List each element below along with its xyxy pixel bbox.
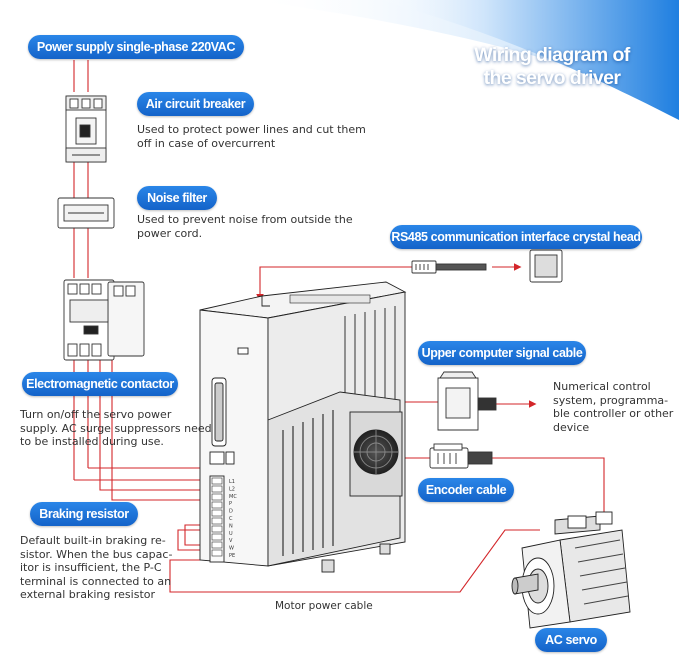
desc-line: Used to protect power lines and cut them [137, 123, 366, 136]
rs485-label: RS485 communication interface crystal he… [390, 225, 642, 249]
upper-computer-connector [437, 371, 497, 431]
desc-line: Used to prevent noise from outside the [137, 213, 353, 226]
desc-line: Turn on/off the servo power [20, 408, 172, 421]
terminal-label: P [229, 501, 232, 507]
braking-resistor-description: Default built-in braking re- sistor. Whe… [20, 534, 172, 602]
rs485-connector [411, 249, 563, 283]
encoder-cable-label: Encoder cable [418, 478, 514, 502]
header-banner [250, 0, 679, 120]
upper-computer-description: Numerical control system, programma- ble… [553, 380, 673, 434]
encoder-connector [429, 443, 493, 469]
terminal-label: V [229, 538, 233, 544]
desc-line: sistor. When the bus capac- [20, 547, 173, 561]
title-line-2: the servo driver [483, 67, 621, 89]
desc-line: Numerical control [553, 380, 651, 393]
terminal-label: L1 [229, 479, 235, 485]
desc-line: Default built-in braking re- [20, 534, 166, 547]
electromagnetic-contactor-description: Turn on/off the servo power supply. AC s… [20, 408, 212, 449]
desc-line: supply. AC surge suppressors need [20, 421, 212, 435]
ac-servo-label: AC servo [535, 628, 607, 652]
desc-line: to be installed during use. [20, 435, 164, 448]
desc-line: off in case of overcurrent [137, 136, 276, 150]
electromagnetic-contactor-label: Electromagnetic contactor [22, 372, 178, 396]
noise-filter-label: Noise filter [137, 186, 217, 210]
terminal-label: C [229, 516, 233, 522]
terminal-label: L2 [229, 486, 235, 492]
power-supply-label: Power supply single-phase 220VAC [28, 35, 244, 59]
desc-line: device [553, 420, 590, 434]
noise-filter [57, 197, 115, 229]
electromagnetic-contactor [63, 279, 145, 361]
servo-driver [199, 281, 407, 573]
upper-computer-signal-cable-label: Upper computer signal cable [418, 341, 586, 365]
diagram-title: Wiring diagram of the servo driver [457, 44, 647, 90]
desc-line: ble controller or other [553, 407, 674, 420]
motor-power-cable-label: Motor power cable [275, 600, 373, 612]
air-circuit-breaker-label: Air circuit breaker [137, 92, 254, 116]
desc-line: terminal is connected to an [20, 574, 172, 588]
terminal-label: PE [229, 553, 235, 559]
terminal-label: W [229, 546, 234, 552]
desc-line: external braking resistor [20, 588, 156, 601]
desc-line: power cord. [137, 226, 203, 240]
air-circuit-breaker-description: Used to protect power lines and cut them… [137, 123, 366, 150]
terminal-label: U [229, 531, 233, 537]
noise-filter-description: Used to prevent noise from outside the p… [137, 213, 353, 240]
desc-line: itor is insufficient, the P-C [20, 561, 162, 574]
air-circuit-breaker [65, 95, 107, 163]
terminal-label: N [229, 523, 233, 529]
desc-line: system, programma- [553, 393, 669, 407]
ac-servo-motor [511, 511, 631, 629]
braking-resistor-label: Braking resistor [30, 502, 138, 526]
terminal-label: D [229, 509, 233, 515]
terminal-label: MC [229, 494, 237, 500]
title-line-1: Wiring diagram of [474, 44, 630, 66]
